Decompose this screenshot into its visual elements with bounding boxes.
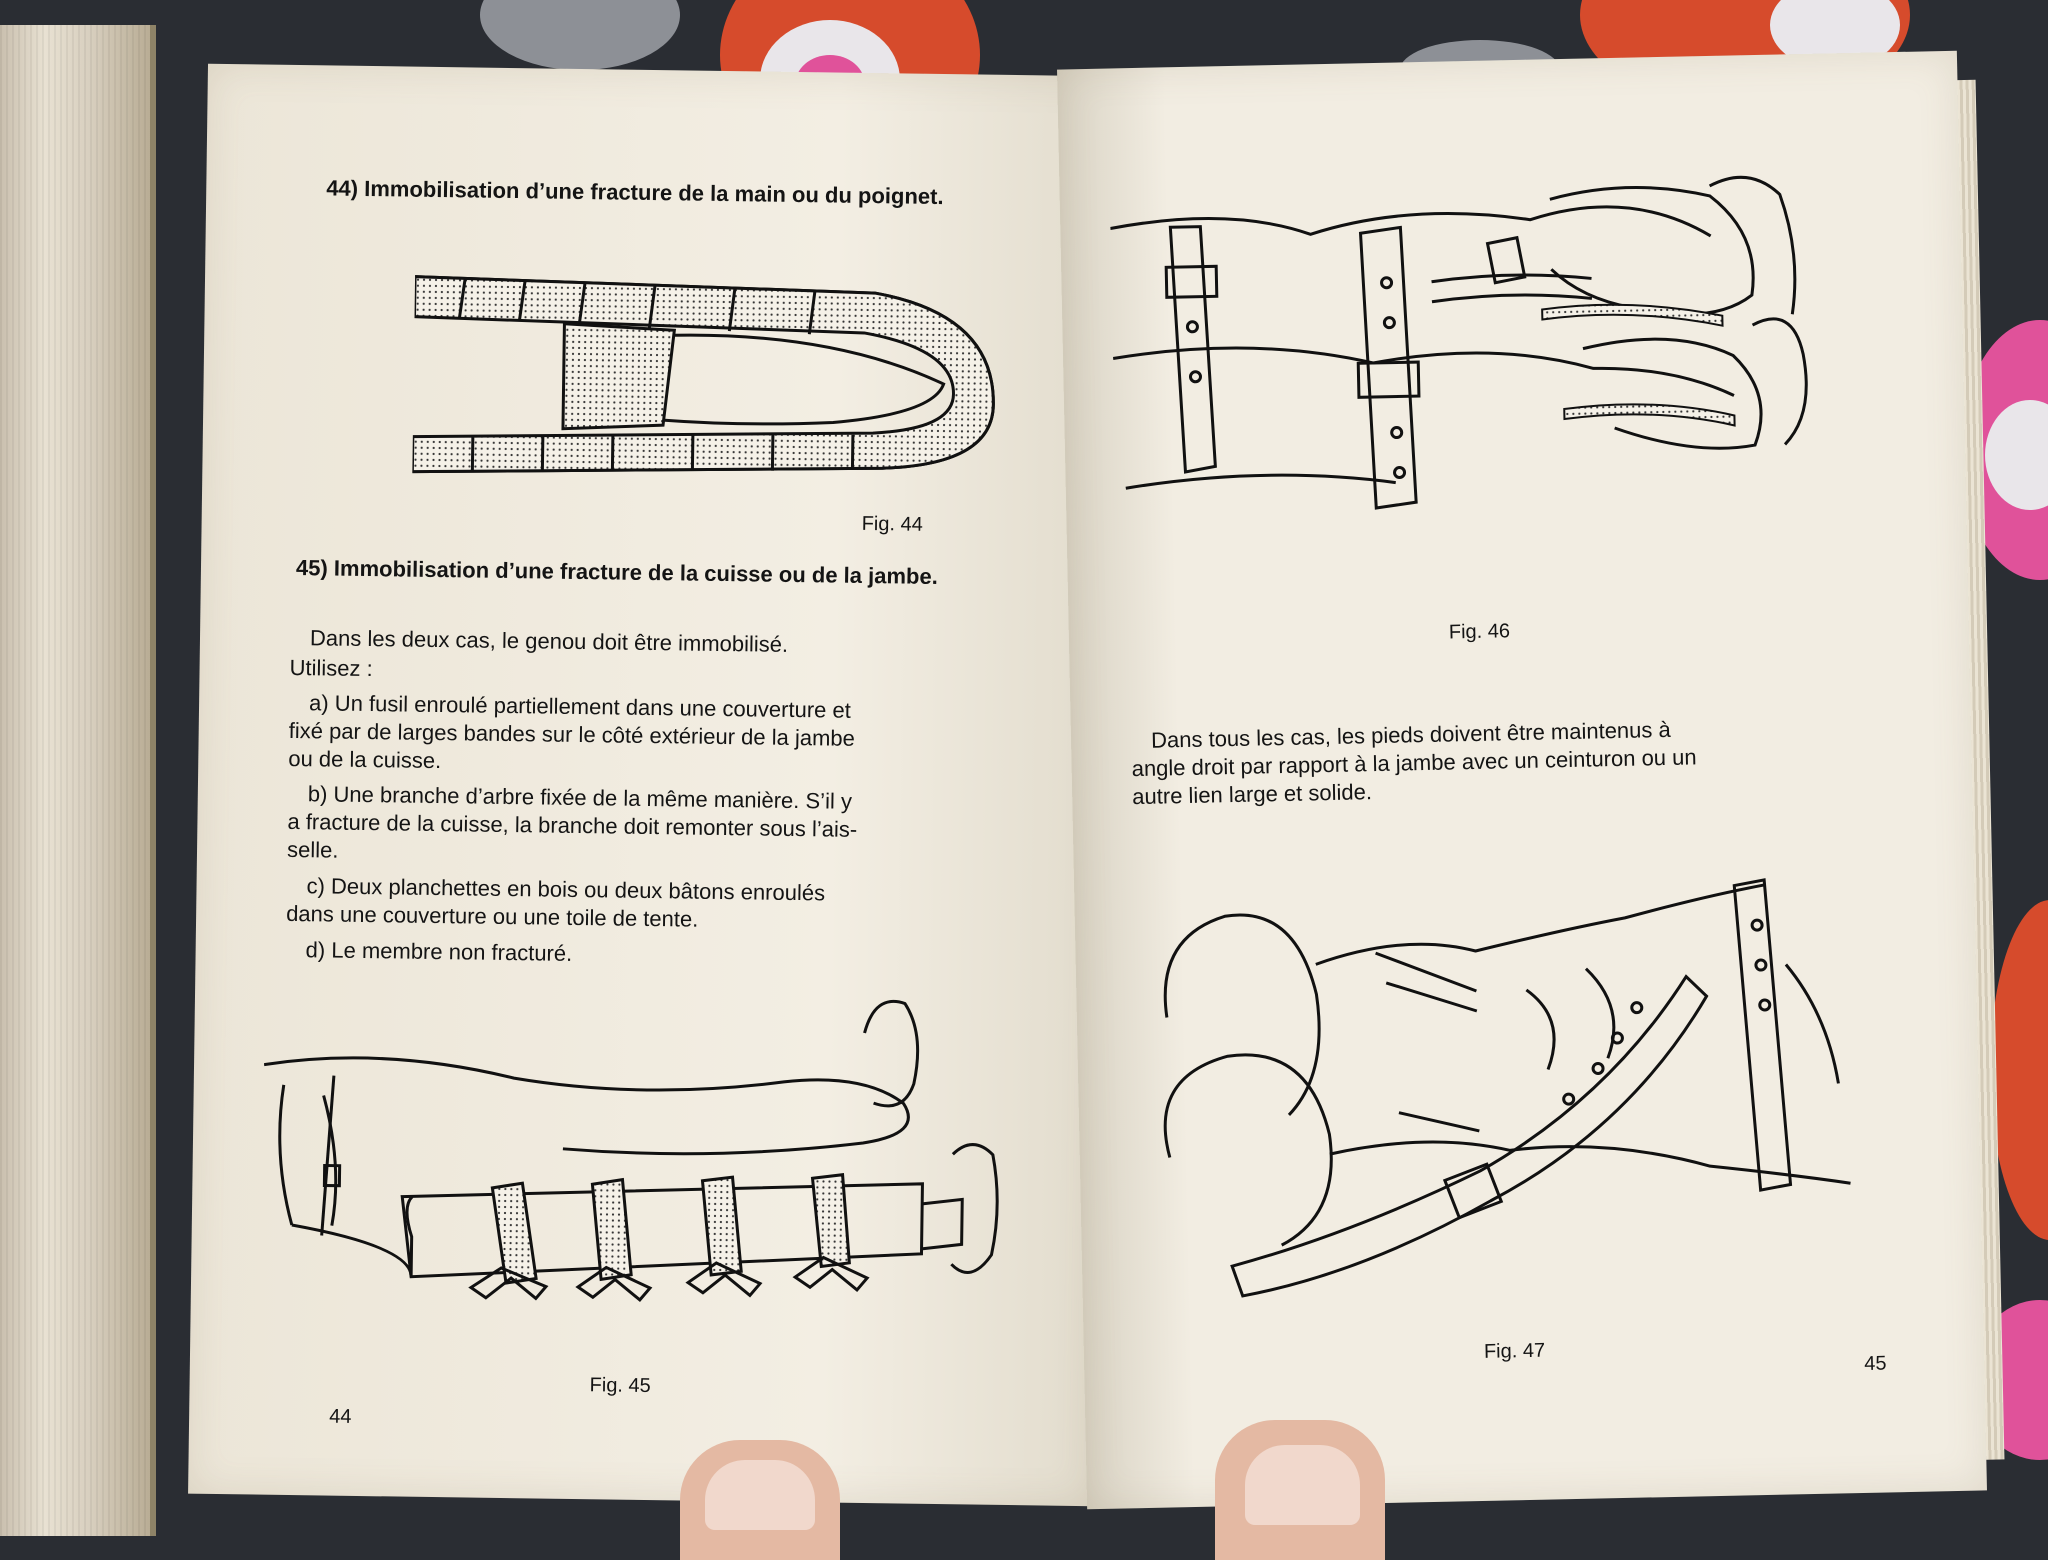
section-44-heading-line1: 44) Immobilisation d’une fracture de la … xyxy=(326,175,944,210)
item-c-line-2: dans une couverture ou une toile de tent… xyxy=(286,901,699,933)
belted-feet-illustration xyxy=(1144,863,1874,1358)
page-number-left: 44 xyxy=(329,1406,352,1429)
strapped-feet-illustration xyxy=(1109,154,1816,529)
hand-splint-illustration xyxy=(412,247,1016,525)
intro-line-2: Utilisez : xyxy=(289,655,372,682)
paragraph-line-3: autre lien large et solide. xyxy=(1132,779,1372,810)
fig-46-caption: Fig. 46 xyxy=(1449,620,1511,644)
fig-47-caption: Fig. 47 xyxy=(1484,1340,1546,1364)
page-number-right: 45 xyxy=(1864,1352,1887,1375)
item-a-line-3: ou de la cuisse. xyxy=(288,746,441,774)
item-b-line-3: selle. xyxy=(287,837,339,864)
leg-splint-illustration xyxy=(260,985,1045,1336)
item-d-line-1: d) Le membre non fracturé. xyxy=(305,937,572,967)
fig-44-caption: Fig. 44 xyxy=(861,513,922,537)
section-45-heading: 45) Immobilisation d’une fracture de la … xyxy=(296,555,938,590)
right-thumbnail xyxy=(1245,1445,1360,1525)
right-page: Fig. 46 Dans tous les cas, les pieds doi… xyxy=(1057,51,1987,1510)
intro-line-1: Dans les deux cas, le genou doit être im… xyxy=(310,625,788,658)
left-thumbnail xyxy=(705,1460,815,1530)
item-b-line-2: a fracture de la cuisse, la branche doit… xyxy=(287,809,857,843)
closed-book-pages xyxy=(0,25,156,1536)
left-page: 44) Immobilisation d’une fracture de la … xyxy=(188,64,1113,1506)
background-shape xyxy=(480,0,680,70)
fig-45-caption: Fig. 45 xyxy=(589,1374,650,1398)
